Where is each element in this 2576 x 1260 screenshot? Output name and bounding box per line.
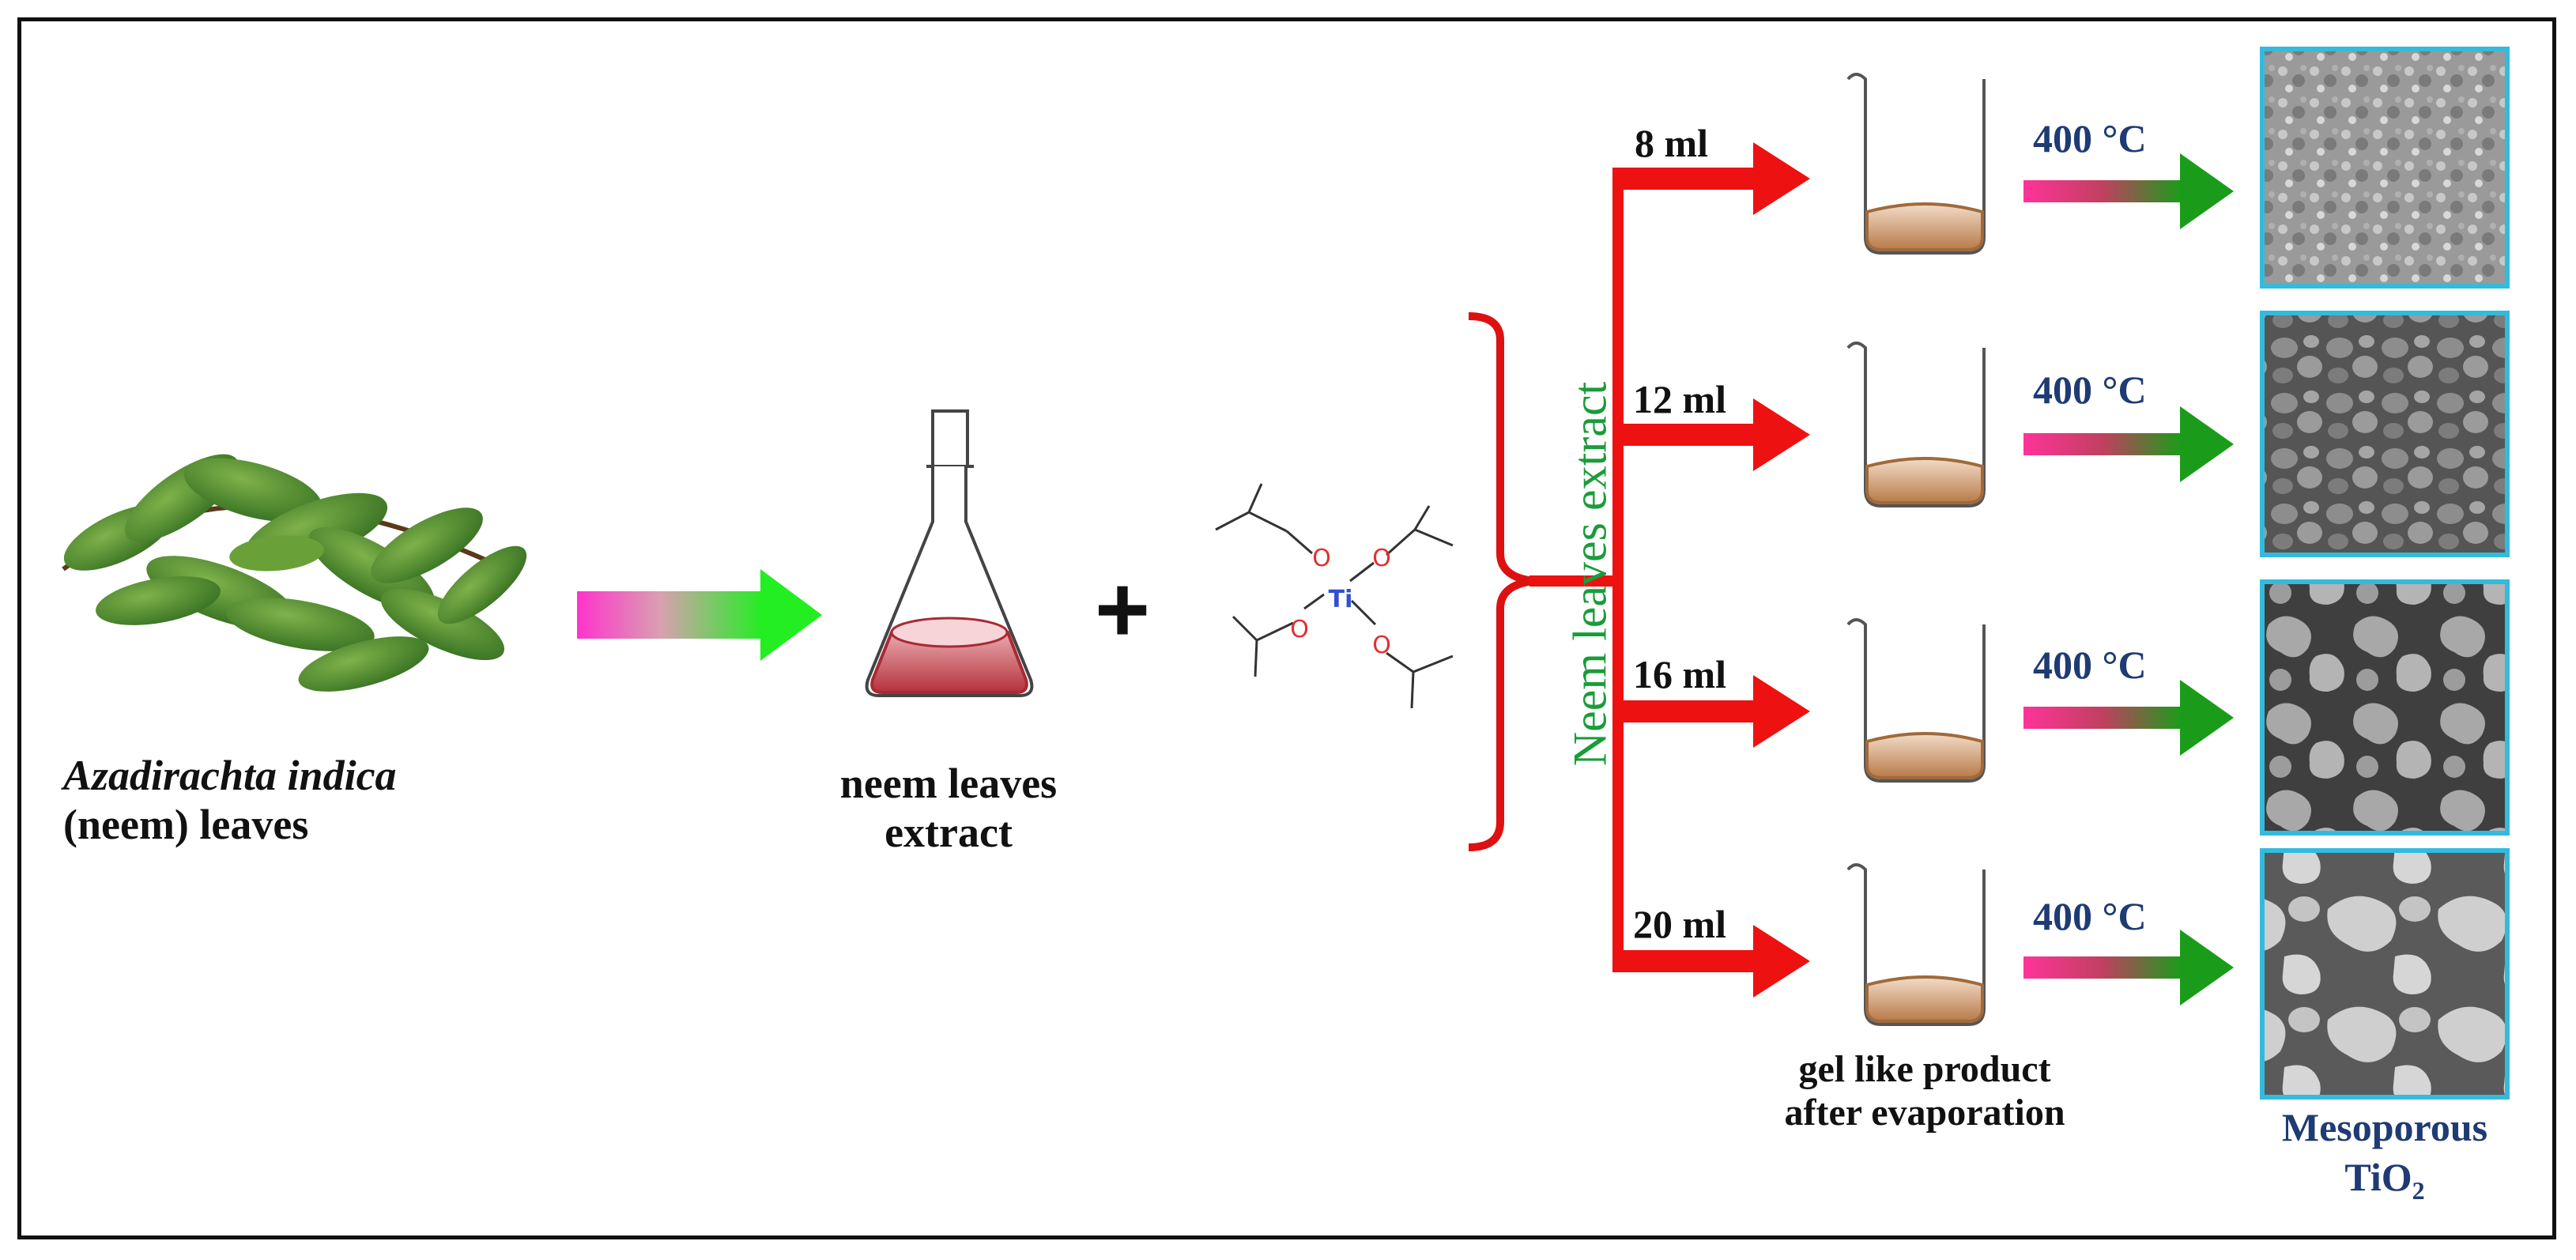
oxygen-atom-2: O [1372,545,1391,572]
sem-micrograph-image-2 [2260,311,2510,557]
beaker-label-line1: gel like product [1798,1048,2051,1090]
titanium-atom: Ti [1329,586,1353,613]
heating-arrow-4 [2023,930,2234,1005]
product-formula-base: TiO [2344,1154,2412,1199]
temperature-unit-4: °C [2102,894,2147,938]
branch-arrows [1529,142,1810,998]
beaker-icon-2 [1846,341,1986,507]
flask-label-line1: neem leaves [839,760,1058,807]
oxygen-atom-4: O [1372,632,1391,659]
temperature-value-4: 400 [2033,894,2103,938]
beaker-icon-1 [1846,73,1986,255]
temperature-label-4: 400 °C [2033,893,2147,939]
product-label-line2: TiO2 [2246,1152,2523,1206]
plant-label: Azadirachta indica (neem) leaves [63,751,506,849]
volume-label-3: 16 ml [1633,652,1727,696]
oxygen-atom-1: O [1312,545,1331,572]
sem-micrograph-image-4 [2260,848,2510,1100]
temperature-label-3: 400 °C [2033,642,2147,688]
neem-leaves-image [62,454,527,692]
beaker-icon-4 [1846,863,1986,1026]
heating-arrow-2 [2023,406,2234,482]
product-label: Mesoporous TiO2 [2246,1103,2523,1206]
figure-frame [17,17,2556,1239]
temperature-unit-3: °C [2102,643,2147,687]
beaker-icon-3 [1846,618,1986,783]
bracket-label: Neem leaves extract [1563,381,1616,767]
product-formula-subscript: 2 [2412,1175,2425,1205]
sem-micrograph-image-1 [2260,47,2510,289]
beaker-label-line2: after evaporation [1784,1092,2065,1134]
gradient-arrow-1 [577,569,822,661]
heating-arrow-1 [2023,153,2234,229]
erlenmeyer-flask-icon [865,409,1034,697]
temperature-value-3: 400 [2033,643,2103,687]
temperature-unit-1: °C [2102,116,2147,160]
volume-label-4: 20 ml [1633,902,1727,946]
heating-arrow-3 [2023,680,2234,756]
temperature-value-2: 400 [2033,368,2103,412]
species-name: Azadirachta indica [63,752,397,799]
product-label-line1: Mesoporous [2281,1105,2488,1149]
temperature-label-2: 400 °C [2033,367,2147,413]
red-bracket [1468,312,1534,851]
volume-label-2: 12 ml [1633,377,1727,421]
temperature-value-1: 400 [2033,116,2103,160]
plus-sign: + [1095,556,1150,662]
oxygen-atom-3: O [1290,616,1309,643]
common-name: (neem) leaves [63,801,309,849]
beaker-label: gel like product after evaporation [1735,1047,2114,1134]
sem-micrograph-image-3 [2260,579,2510,836]
volume-label-1: 8 ml [1635,121,1709,165]
flask-label-line2: extract [884,809,1013,857]
temperature-unit-2: °C [2102,368,2147,412]
temperature-label-1: 400 °C [2033,115,2147,161]
flask-label: neem leaves extract [798,759,1099,857]
titanium-isopropoxide-structure [1215,483,1454,709]
